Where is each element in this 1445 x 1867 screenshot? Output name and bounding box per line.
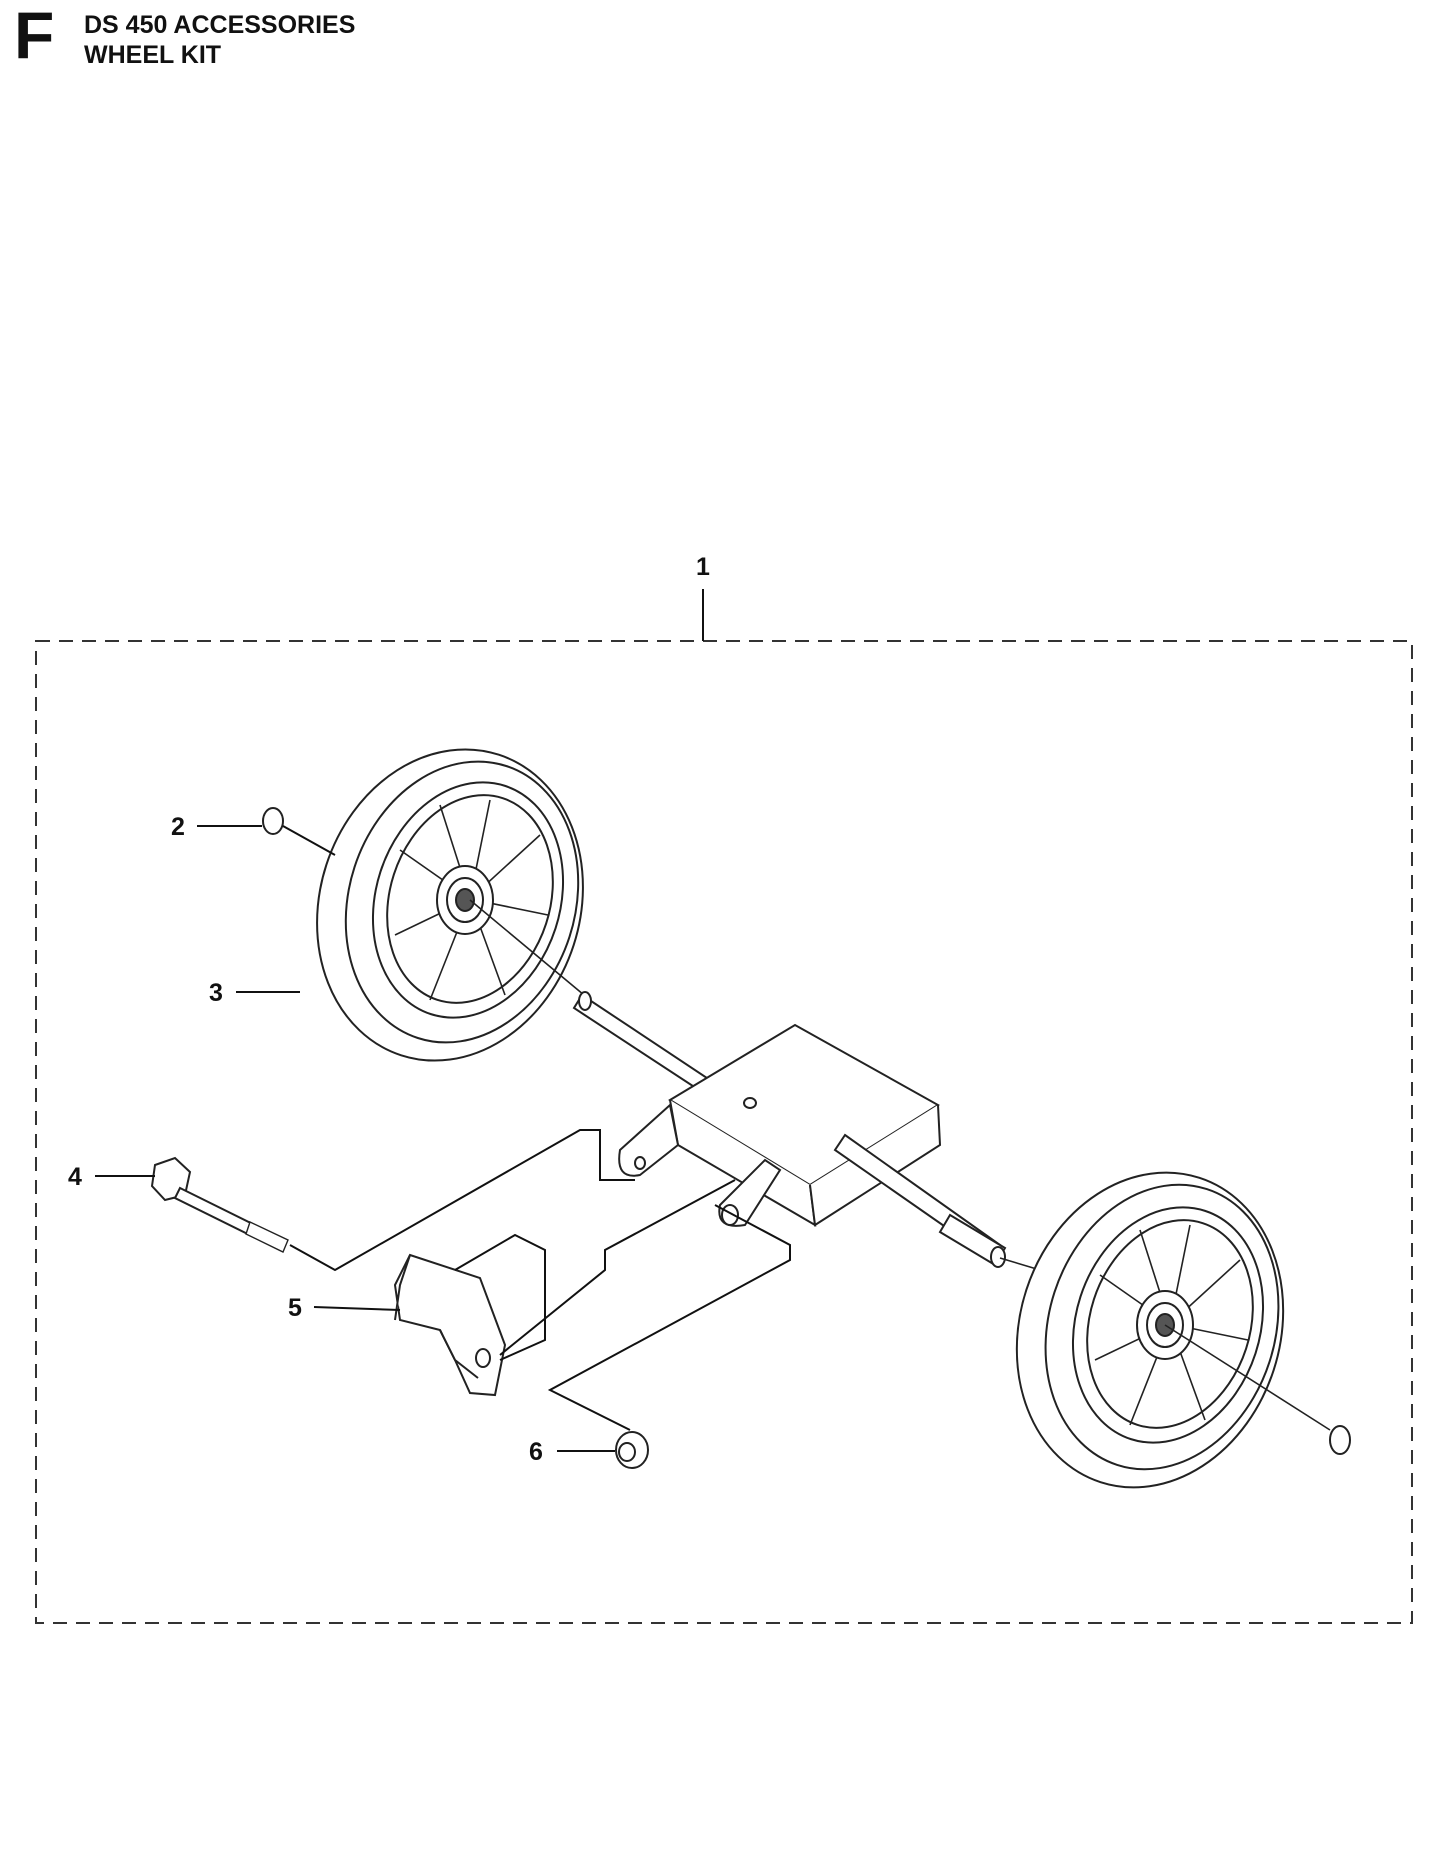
right-wheel-axis-line <box>1164 1324 1331 1431</box>
right-retaining-ring <box>1329 1425 1351 1455</box>
nut <box>615 1431 649 1469</box>
page-title: DS 450 ACCESSORIES <box>84 11 356 39</box>
callout-leader-5 <box>313 1306 401 1311</box>
left-retaining-ring <box>262 807 284 835</box>
callout-leader-2b <box>282 825 336 856</box>
callout-5: 5 <box>288 1294 302 1322</box>
callout-3: 3 <box>209 979 223 1007</box>
callout-6: 6 <box>529 1438 543 1466</box>
assembly-leader-lines <box>289 1129 791 1431</box>
page-heading: DS 450 ACCESSORIES WHEEL KIT <box>84 10 355 70</box>
right-axle <box>833 1133 1041 1271</box>
left-wheel <box>316 748 584 1062</box>
section-letter: F <box>14 0 55 72</box>
right-wheel <box>1015 1171 1285 1489</box>
callout-2: 2 <box>171 813 185 841</box>
page-subtitle: WHEEL KIT <box>84 41 222 69</box>
assembly-boundary <box>35 640 1413 1624</box>
callout-1: 1 <box>696 553 710 581</box>
bolt <box>150 1156 289 1253</box>
callout-4: 4 <box>68 1163 82 1191</box>
clamp-bracket <box>393 1253 507 1397</box>
